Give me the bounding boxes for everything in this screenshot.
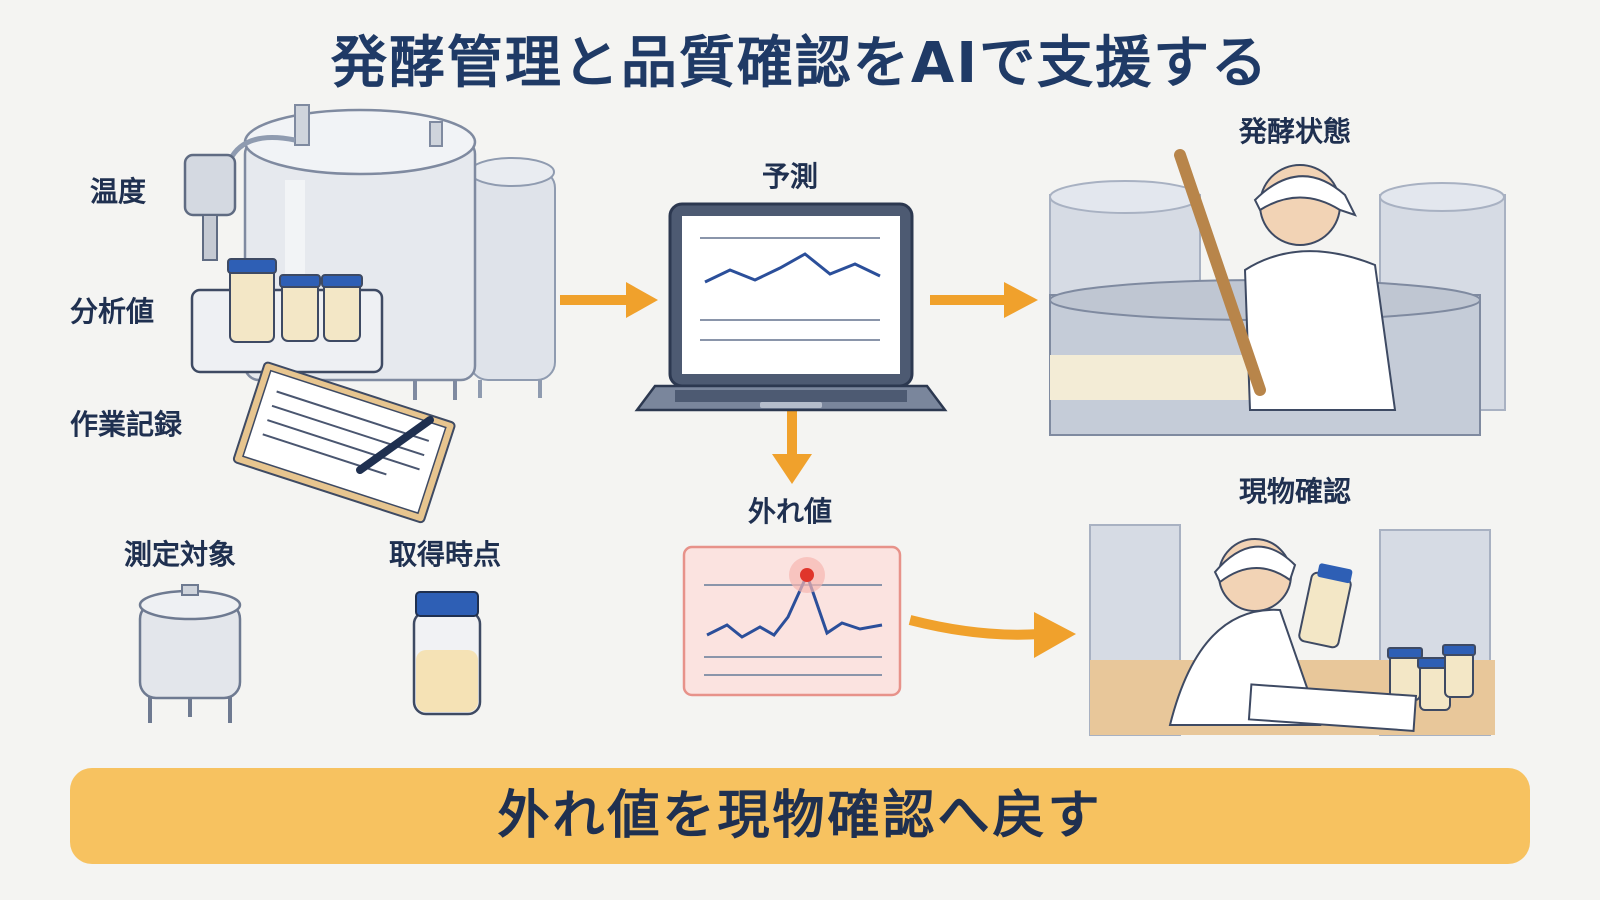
arrow-to-fermentation-state xyxy=(930,282,1038,318)
physical-check-scene xyxy=(1089,524,1495,736)
label-physical-check: 現物確認 xyxy=(1238,475,1351,508)
fermentation-state-scene xyxy=(1049,149,1506,436)
arrow-to-physical-check xyxy=(908,612,1076,658)
label-acquisition-time: 取得時点 xyxy=(388,538,501,571)
work-record-clipboard xyxy=(232,361,456,524)
banner-text: 外れ値を現物確認へ戻す xyxy=(497,786,1103,846)
sample-tray-illustration xyxy=(190,258,384,374)
label-fermentation-state: 発酵状態 xyxy=(1238,115,1351,148)
small-tank-icon xyxy=(138,584,242,723)
label-outlier: 外れ値 xyxy=(747,495,832,528)
summary-banner: 外れ値を現物確認へ戻す xyxy=(70,768,1530,864)
label-work-record: 作業記録 xyxy=(70,408,183,441)
label-temperature: 温度 xyxy=(90,175,147,208)
outlier-alert-chart xyxy=(682,545,902,697)
laptop-prediction-chart xyxy=(634,202,948,412)
arrow-down-to-outlier xyxy=(772,410,812,484)
page-title: 発酵管理と品質確認をAIで支援する xyxy=(330,31,1270,96)
arrow-to-prediction xyxy=(560,282,658,318)
sample-jar-icon xyxy=(412,591,482,716)
label-measurement-target: 測定対象 xyxy=(123,538,236,571)
label-prediction: 予測 xyxy=(761,160,818,193)
label-analysis-value: 分析値 xyxy=(70,295,155,328)
